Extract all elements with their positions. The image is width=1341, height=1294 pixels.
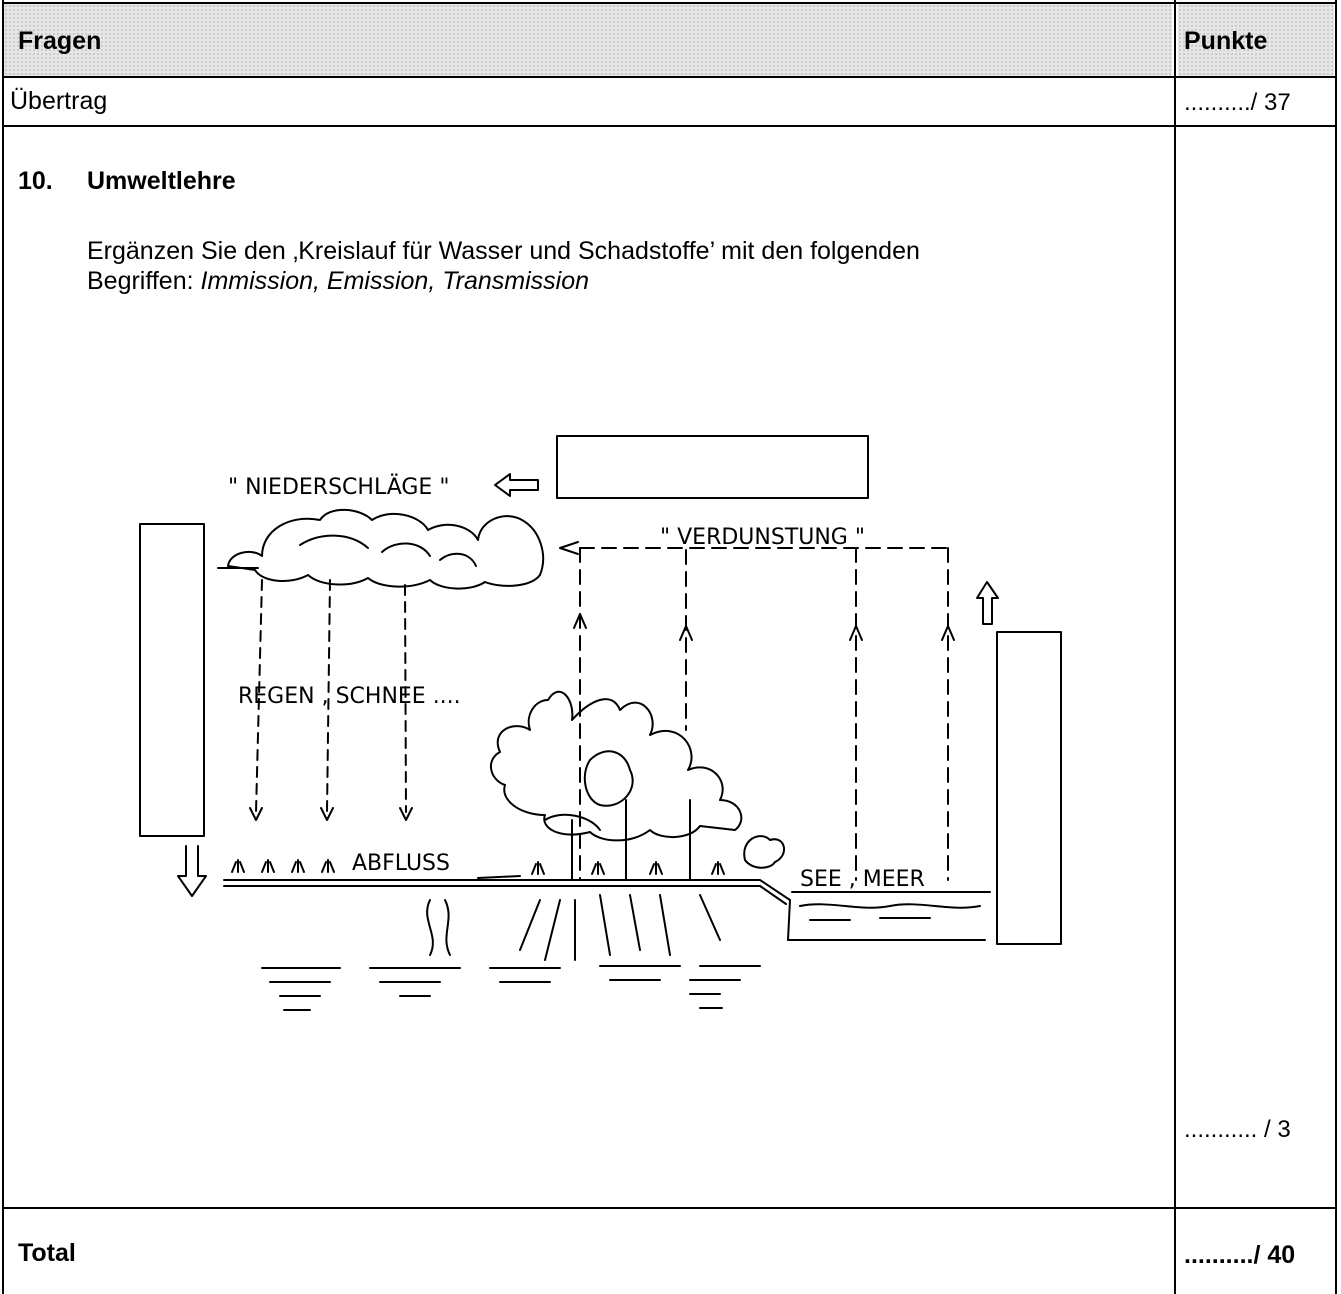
- cloud-icon: [218, 510, 543, 589]
- grass-icon: [232, 860, 724, 878]
- hollow-arrow-left-icon: [495, 474, 538, 496]
- answer-box-right[interactable]: [997, 632, 1061, 944]
- label-lake-sea: SEE , MEER: [800, 867, 925, 892]
- lake-sea: [792, 892, 990, 920]
- tree-icon: [491, 692, 784, 880]
- label-evaporation: " VERDUNSTUNG ": [660, 525, 865, 550]
- label-precipitation: " NIEDERSCHLÄGE ": [228, 474, 449, 500]
- label-runoff: ABFLUSS: [352, 851, 450, 876]
- hollow-arrow-down-icon: [178, 846, 206, 896]
- roots: [427, 895, 720, 960]
- answer-box-left[interactable]: [140, 524, 204, 836]
- answer-box-top[interactable]: [557, 436, 868, 498]
- label-rain-snow: REGEN , SCHNEE ....: [238, 684, 461, 709]
- hollow-arrow-up-icon: [977, 582, 998, 624]
- groundwater: [262, 966, 760, 1010]
